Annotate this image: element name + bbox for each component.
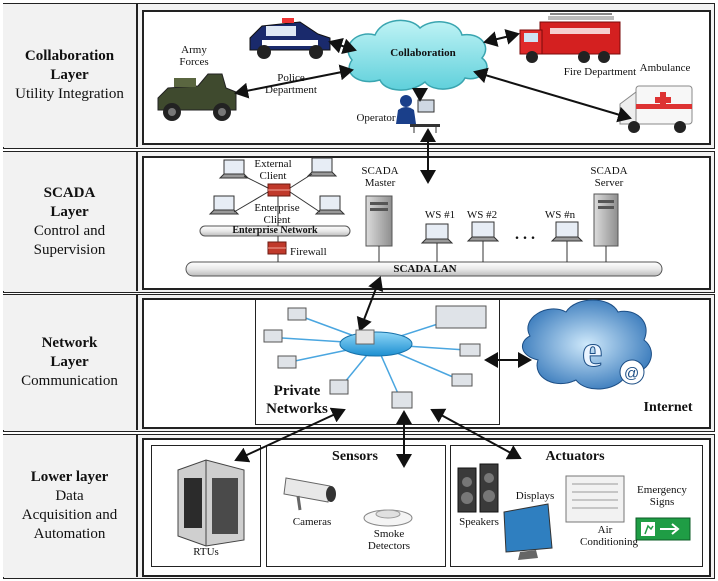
private-networks-label: Private Networks [266,383,328,417]
display-monitor-icon [503,503,553,560]
scada-lan-label: SCADA LAN [393,263,457,275]
police-car-icon [249,18,331,59]
workstation-icons [420,221,584,262]
displays-label: Displays [515,490,555,502]
firewall-icon [267,241,287,255]
fire-department-label: Fire Department [563,66,637,78]
network-rtus-arrow [234,407,346,463]
smoke-detector-icon [363,509,413,527]
ambulance-link-arrow [473,67,632,123]
network-actuators-arrow [430,408,522,460]
firewall-icon [267,183,291,197]
army-link-arrow [234,64,354,99]
air-conditioner-icon [565,475,625,523]
ambulance-label: Ambulance [639,62,691,74]
army-forces-label: Army Forces [179,44,209,68]
speakers-label: Speakers [459,516,499,528]
cameras-label: Cameras [292,516,332,528]
collaboration-cloud-icon [347,19,488,91]
rtus-label: RTUs [193,546,219,558]
scada-network-arrow [356,276,384,332]
operator-label: Operator [356,112,396,124]
layer-subtitle: Communication [21,373,118,389]
scada-server-label: SCADA Server [590,165,628,189]
internet-globe-icon: e @ [522,299,652,390]
scada-master-server-icon [365,195,393,262]
emergency-signs-label: Emergency Signs [637,484,687,508]
network-layer-label: Network Layer Communication [3,295,138,430]
police-link-arrow [328,38,357,54]
network-device-icons [263,305,487,409]
ws1-label: WS #1 [424,209,456,221]
ws2-label: WS #2 [466,209,498,221]
ambulance-icon [619,85,693,133]
scada-lan-bus [185,261,663,277]
external-client-label: External Client [254,158,292,182]
layer-title: Lower layer [30,469,109,485]
collaboration-cloud-label: Collaboration [390,47,456,59]
enterprise-network-label: Enterprise Network [232,225,318,236]
layer-title: SCADA Layer [43,184,96,220]
layer-title: Network Layer [41,335,98,370]
emergency-sign-icon [635,517,691,541]
enterprise-network-bus [199,225,351,237]
sensors-box [266,445,446,567]
camera-icon [283,477,336,511]
layer-subtitle: Utility Integration [15,86,124,102]
svg-text:e: e [582,325,602,376]
air-conditioning-label: Air Conditioning [580,524,639,548]
police-department-label: Police Department [265,72,317,96]
wsn-label: WS #n [544,209,576,221]
collaboration-layer-label: Collaboration Layer Utility Integration [3,4,138,147]
fire-truck-icon [519,13,621,63]
layer-subtitle: Control and Supervision [33,222,106,258]
sensors-title: Sensors [332,449,378,464]
network-hub-icon [339,329,413,357]
operator-icon [396,95,440,133]
army-jeep-icon [157,73,237,121]
layer-title: Collaboration Layer [24,48,115,83]
internet-label: Internet [643,400,693,415]
client-laptop-icons [208,157,346,215]
fire-link-arrow [483,29,520,47]
layer-subtitle: Data Acquisition and Automation [21,488,118,542]
enterprise-client-label: Enterprise Client [254,202,300,226]
speaker-icon [457,463,499,513]
firewall-label: Firewall [290,246,327,258]
scada-layer-label: SCADA Layer Control and Supervision [3,152,138,291]
workstation-ellipsis: . . . [515,226,535,243]
svg-text:@: @ [624,365,639,382]
actuators-title: Actuators [545,449,605,464]
lower-layer-label: Lower layer Data Acquisition and Automat… [3,435,138,577]
scada-server-icon [593,193,619,262]
rtu-rack-icon [177,459,245,547]
smoke-detectors-label: Smoke Detectors [367,528,411,552]
scada-master-label: SCADA Master [361,165,399,189]
